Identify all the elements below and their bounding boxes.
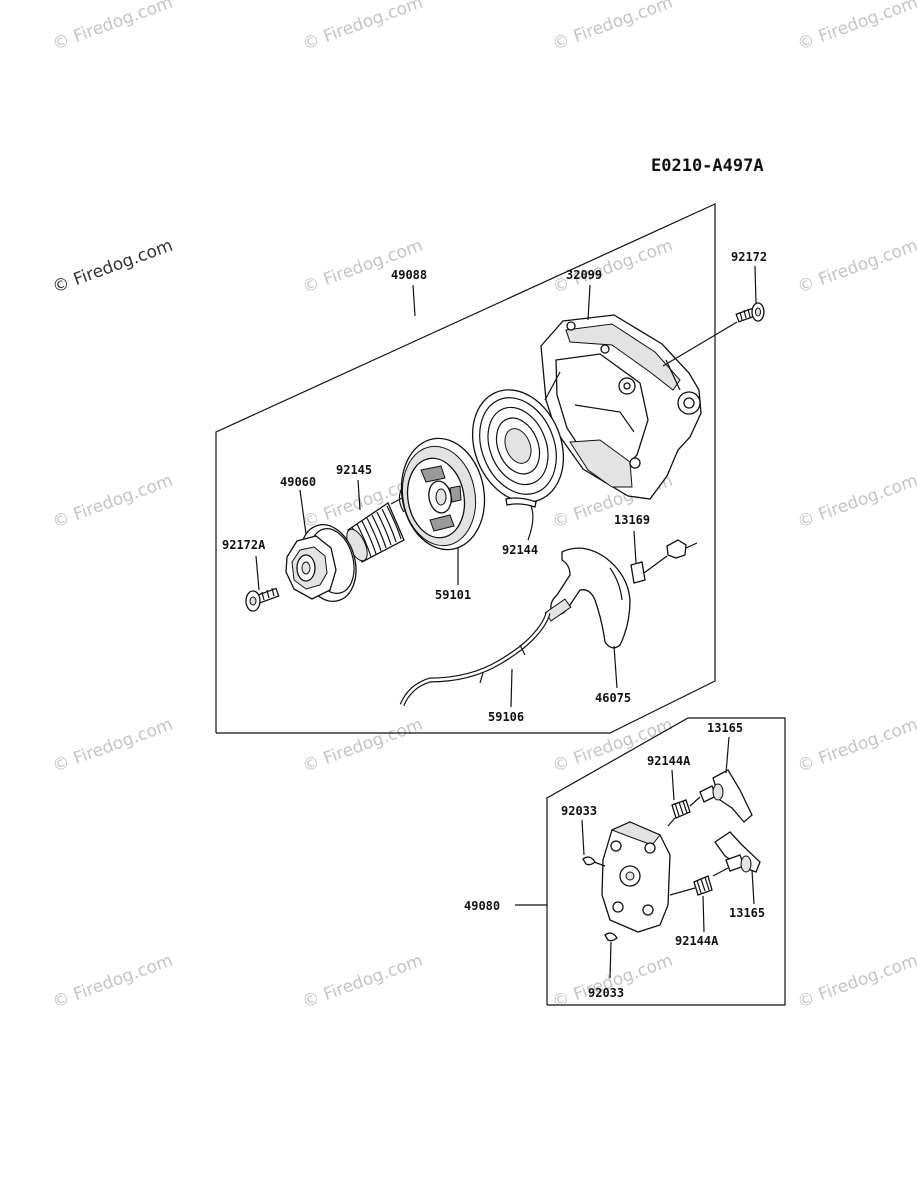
leader-13169 bbox=[633, 530, 637, 564]
watermark: © Firedog.com bbox=[300, 715, 426, 777]
watermark: © Firedog.com bbox=[50, 951, 176, 1013]
handle-46075 bbox=[544, 547, 631, 649]
part-label-13165-top: 13165 bbox=[707, 721, 743, 735]
starter-case-32099 bbox=[540, 314, 702, 500]
axis-line-spring-bottom bbox=[669, 887, 696, 896]
axis-line-92033-top bbox=[593, 861, 606, 867]
leader-59106 bbox=[510, 668, 513, 708]
watermark: © Firedog.com bbox=[50, 715, 176, 777]
ratchet-plate bbox=[601, 821, 671, 933]
coil-spring-92145 bbox=[346, 497, 405, 563]
clip-92033-bottom bbox=[604, 932, 618, 942]
watermark: © Firedog.com bbox=[50, 471, 176, 533]
part-label-13165-bottom: 13165 bbox=[729, 906, 765, 920]
part-label-92033-bottom: 92033 bbox=[588, 986, 624, 1000]
part-label-46075: 46075 bbox=[595, 691, 631, 705]
watermark: © Firedog.com bbox=[795, 715, 917, 777]
leader-92033-bottom bbox=[609, 941, 612, 979]
leader-92172 bbox=[754, 265, 757, 304]
axis-line-13165-top bbox=[689, 796, 701, 807]
assembly-49088-outline bbox=[215, 203, 716, 734]
ratchet-13165-bottom bbox=[714, 831, 761, 873]
knob-13169 bbox=[630, 539, 698, 584]
part-label-92144: 92144 bbox=[502, 543, 538, 557]
watermark: © Firedog.com bbox=[795, 951, 917, 1013]
leader-92033-top bbox=[581, 819, 585, 856]
part-label-32099: 32099 bbox=[566, 268, 602, 282]
part-label-59106: 59106 bbox=[488, 710, 524, 724]
watermark: © Firedog.com bbox=[795, 236, 917, 298]
watermark: © Firedog.com bbox=[550, 951, 676, 1013]
watermark: © Firedog.com bbox=[795, 0, 917, 55]
axis-line-13169 bbox=[643, 555, 668, 574]
leader-92145 bbox=[357, 479, 361, 511]
pulley-49060 bbox=[285, 524, 357, 602]
watermark: © Firedog.com bbox=[550, 236, 676, 298]
diagram-code: E0210-A497A bbox=[651, 156, 764, 176]
watermark: © Firedog.com bbox=[50, 0, 176, 55]
axis-line-spring-top bbox=[667, 817, 676, 827]
part-label-92145: 92145 bbox=[336, 463, 372, 477]
part-label-92144A-bottom: 92144A bbox=[675, 934, 719, 948]
leader-46075 bbox=[613, 645, 618, 689]
watermark: © Firedog.com bbox=[300, 0, 426, 55]
spiral-spring bbox=[471, 389, 565, 503]
ring-92144 bbox=[505, 497, 537, 508]
leader-49060 bbox=[299, 489, 307, 535]
leader-92144 bbox=[527, 505, 534, 541]
part-label-92172A: 92172A bbox=[222, 538, 266, 552]
assembly-49080-outline bbox=[546, 717, 786, 1006]
leader-49088 bbox=[412, 284, 416, 317]
reel-59101 bbox=[398, 437, 486, 551]
watermark: © Firedog.com bbox=[795, 471, 917, 533]
part-label-92172: 92172 bbox=[731, 250, 767, 264]
axis-line-13165-bottom bbox=[712, 867, 729, 877]
leader-92172A bbox=[255, 555, 260, 591]
part-label-92144A-top: 92144A bbox=[647, 754, 691, 768]
leader-13165-top bbox=[725, 736, 730, 774]
part-label-49088: 49088 bbox=[391, 268, 427, 282]
ratchet-13165-top bbox=[699, 769, 753, 823]
part-label-92033-top: 92033 bbox=[561, 804, 597, 818]
part-label-13169: 13169 bbox=[614, 513, 650, 527]
watermark: © Firedog.com bbox=[550, 0, 676, 55]
watermark: © Firedog.com bbox=[50, 236, 176, 298]
part-label-49080: 49080 bbox=[464, 899, 500, 913]
spring-92144A-bottom bbox=[693, 875, 713, 896]
screw-92172A bbox=[245, 587, 280, 612]
clip-92033-top bbox=[582, 856, 596, 866]
spring-92144A-top bbox=[671, 799, 691, 819]
part-label-49060: 49060 bbox=[280, 475, 316, 489]
leader-92144A-top bbox=[671, 769, 675, 801]
part-label-59101: 59101 bbox=[435, 588, 471, 602]
leader-32099 bbox=[587, 284, 591, 321]
leader-13165-bottom bbox=[751, 869, 755, 905]
watermark: © Firedog.com bbox=[300, 236, 426, 298]
screw-92172 bbox=[735, 302, 765, 323]
rope-59106 bbox=[399, 612, 551, 707]
watermark: © Firedog.com bbox=[300, 951, 426, 1013]
axis-line-92172 bbox=[662, 321, 738, 367]
leader-92144A-bottom bbox=[702, 895, 705, 933]
